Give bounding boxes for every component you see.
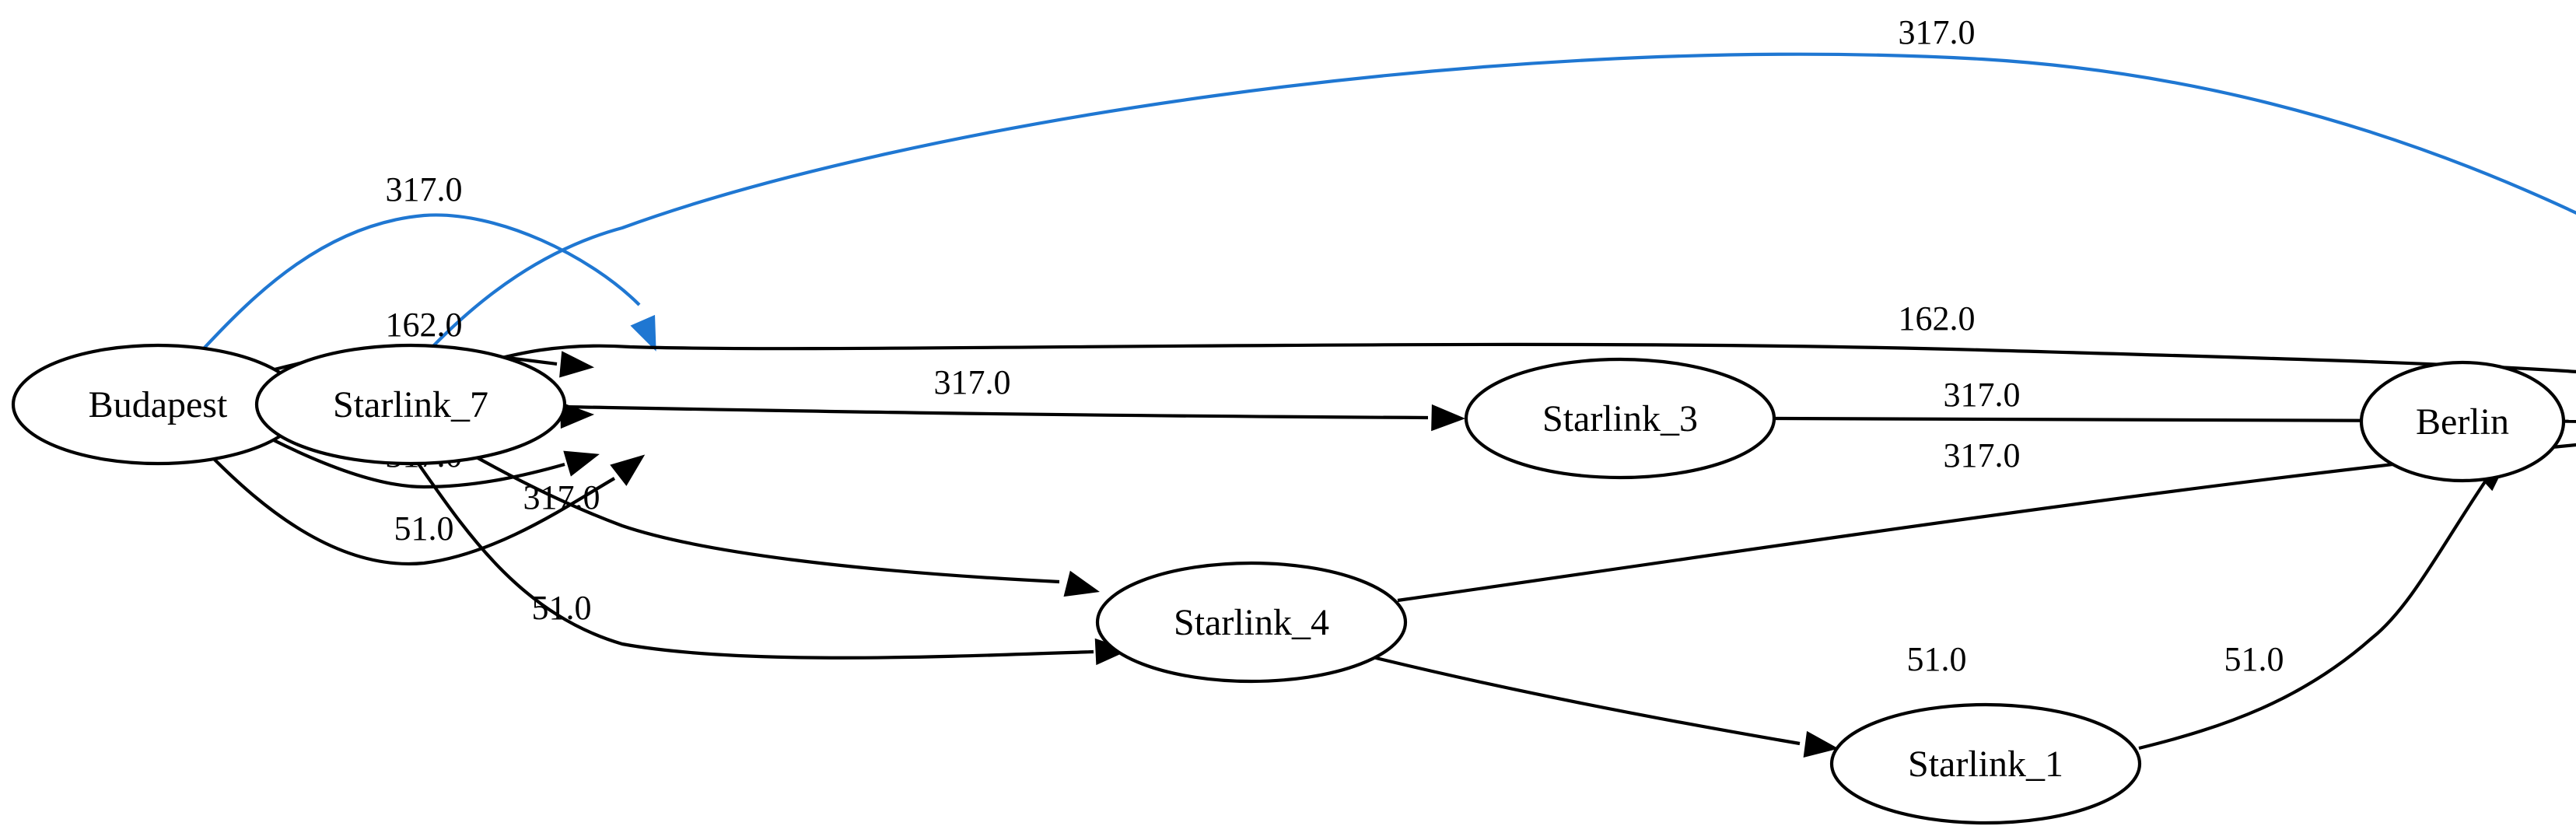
node-ellipse bbox=[1095, 561, 1408, 684]
edge-line bbox=[211, 456, 616, 566]
node-ellipse bbox=[254, 343, 567, 466]
edge-line bbox=[1372, 655, 1801, 746]
edge-weight-label: 162.0 bbox=[1899, 299, 1976, 338]
edge-starlink_7-to-berlin bbox=[472, 342, 2576, 373]
node-label: Starlink_4 bbox=[1174, 602, 1329, 643]
edge-budapest-to-starlink_7 bbox=[202, 213, 656, 352]
edge-line bbox=[430, 52, 2576, 349]
node-budapest: Budapest bbox=[11, 343, 305, 466]
edge-line bbox=[564, 404, 1429, 420]
edge-weight-label: 317.0 bbox=[1944, 376, 2021, 414]
node-label: Budapest bbox=[89, 384, 228, 425]
edge-arrowhead-0 bbox=[630, 314, 656, 352]
node-label: Berlin bbox=[2416, 401, 2509, 443]
edge-weight-label: 317.0 bbox=[1899, 13, 1976, 51]
edge-starlink_7-to-berlin bbox=[430, 52, 2576, 349]
edge-line bbox=[202, 213, 641, 350]
edge-arrowhead-1 bbox=[559, 351, 595, 378]
edge-budapest-to-starlink_7 bbox=[271, 438, 600, 489]
edges-layer bbox=[202, 52, 2576, 758]
edge-weight-label: 162.0 bbox=[386, 306, 463, 344]
edge-weight-label: 51.0 bbox=[394, 509, 454, 548]
edge-weight-label: 317.0 bbox=[386, 170, 463, 208]
edge-starlink_1-to-berlin bbox=[2138, 458, 2509, 751]
edge-arrowhead-7 bbox=[1431, 404, 1466, 432]
edge-arrowhead-8 bbox=[1063, 570, 1100, 597]
edge-weight-label: 317.0 bbox=[523, 478, 600, 516]
node-label: Starlink_7 bbox=[333, 384, 488, 425]
edge-arrowhead-3 bbox=[563, 450, 600, 477]
node-starlink_3: Starlink_3 bbox=[1464, 357, 1776, 480]
node-label: Starlink_1 bbox=[1908, 744, 2063, 785]
nodes-layer: Budapest Starlink_7 Starlink_3Starlink_4St… bbox=[11, 343, 2566, 825]
edge-line bbox=[461, 448, 1060, 584]
node-berlin: Berlin bbox=[2359, 360, 2566, 483]
node-starlink_1: Starlink_1 bbox=[1829, 702, 2142, 825]
node-starlink_4: Starlink_4 bbox=[1095, 561, 1408, 684]
edge-weight-label: 51.0 bbox=[2224, 640, 2284, 678]
edge-starlink_7-to-starlink_3 bbox=[564, 404, 1466, 432]
edge-budapest-to-starlink_7 bbox=[211, 454, 646, 566]
edge-line bbox=[2138, 474, 2490, 751]
node-label: Starlink_3 bbox=[1542, 398, 1698, 439]
node-ellipse bbox=[1829, 702, 2142, 825]
node-ellipse bbox=[2359, 360, 2566, 483]
edge-starlink_4-to-starlink_1 bbox=[1372, 655, 1839, 758]
edge-line bbox=[271, 438, 565, 489]
node-ellipse bbox=[1464, 357, 1776, 480]
edge-arrowhead-4 bbox=[610, 454, 646, 486]
edge-line bbox=[472, 342, 2576, 373]
edge-weight-label: 51.0 bbox=[1907, 640, 1967, 678]
edge-weight-label: 51.0 bbox=[532, 589, 592, 627]
edge-starlink_7-to-starlink_4 bbox=[461, 448, 1100, 597]
node-starlink_7: Starlink_7 bbox=[254, 343, 567, 466]
edge-arrowhead-12 bbox=[1803, 730, 1839, 758]
edge-weight-label: 317.0 bbox=[934, 363, 1011, 401]
edge-line bbox=[416, 461, 1094, 660]
edge-weight-label: 317.0 bbox=[1944, 436, 2021, 474]
